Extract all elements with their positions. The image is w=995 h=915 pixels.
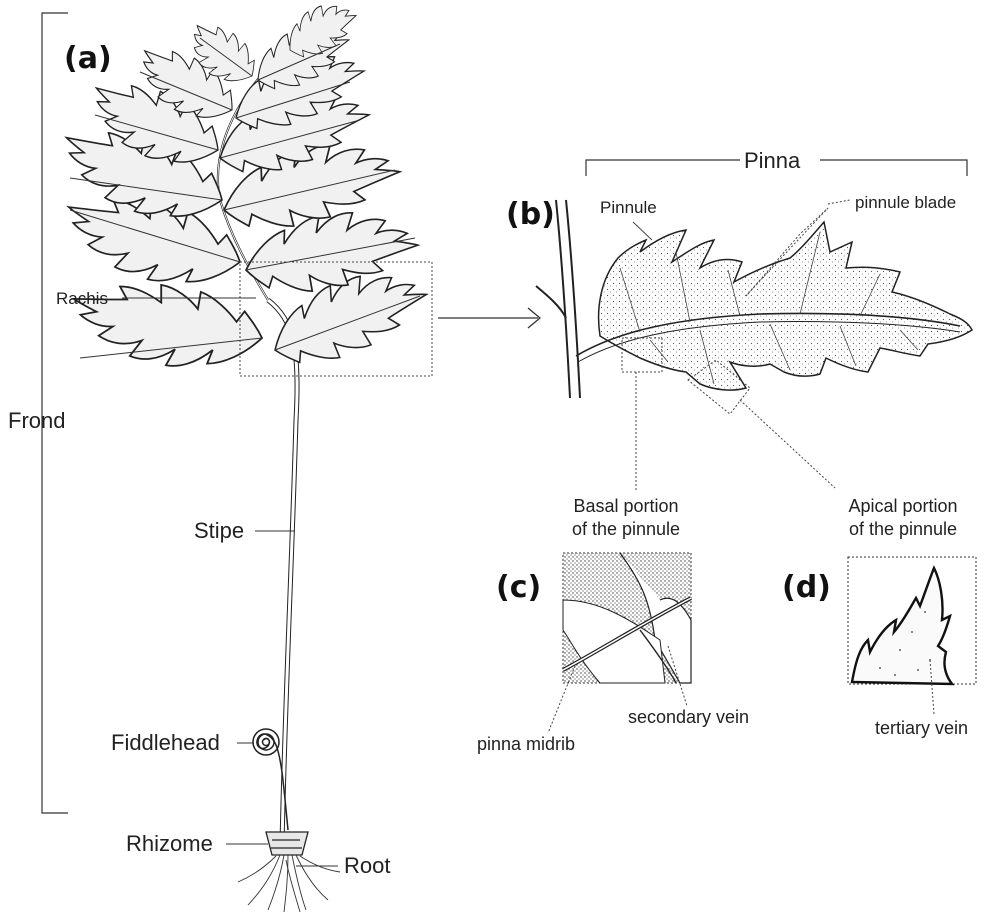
label-pinna-midrib: pinna midrib [477,734,575,754]
label-rachis: Rachis [56,289,108,308]
label-basal-line2: of the pinnule [572,519,680,539]
panel-label-a: (a) [64,41,112,76]
label-fiddlehead: Fiddlehead [111,730,220,755]
label-tertiary-vein: tertiary vein [875,718,968,738]
label-secondary-vein: secondary vein [628,707,749,727]
label-root: Root [344,853,390,878]
label-rhizome: Rhizome [126,831,213,856]
leader-lines-a [122,298,338,866]
label-pinnule-blade: pinnule blade [855,193,956,212]
label-basal-line1: Basal portion [573,496,678,516]
panel-label-c: (c) [496,570,541,605]
label-pinna: Pinna [744,148,801,173]
label-frond: Frond [8,408,65,433]
roots [238,855,340,912]
label-apical-line1: Apical portion [848,496,957,516]
panel-label-d: (d) [782,570,831,605]
label-pinnule: Pinnule [600,198,657,217]
label-apical-line2: of the pinnule [849,519,957,539]
panel-label-b: (b) [506,197,555,232]
stipe [268,300,297,845]
apical-detail [848,557,976,684]
basal-detail [563,553,691,683]
label-stipe: Stipe [194,518,244,543]
pinna-detail-blade [599,222,972,390]
zoom-arrow [438,308,540,328]
rhizome [266,832,308,855]
